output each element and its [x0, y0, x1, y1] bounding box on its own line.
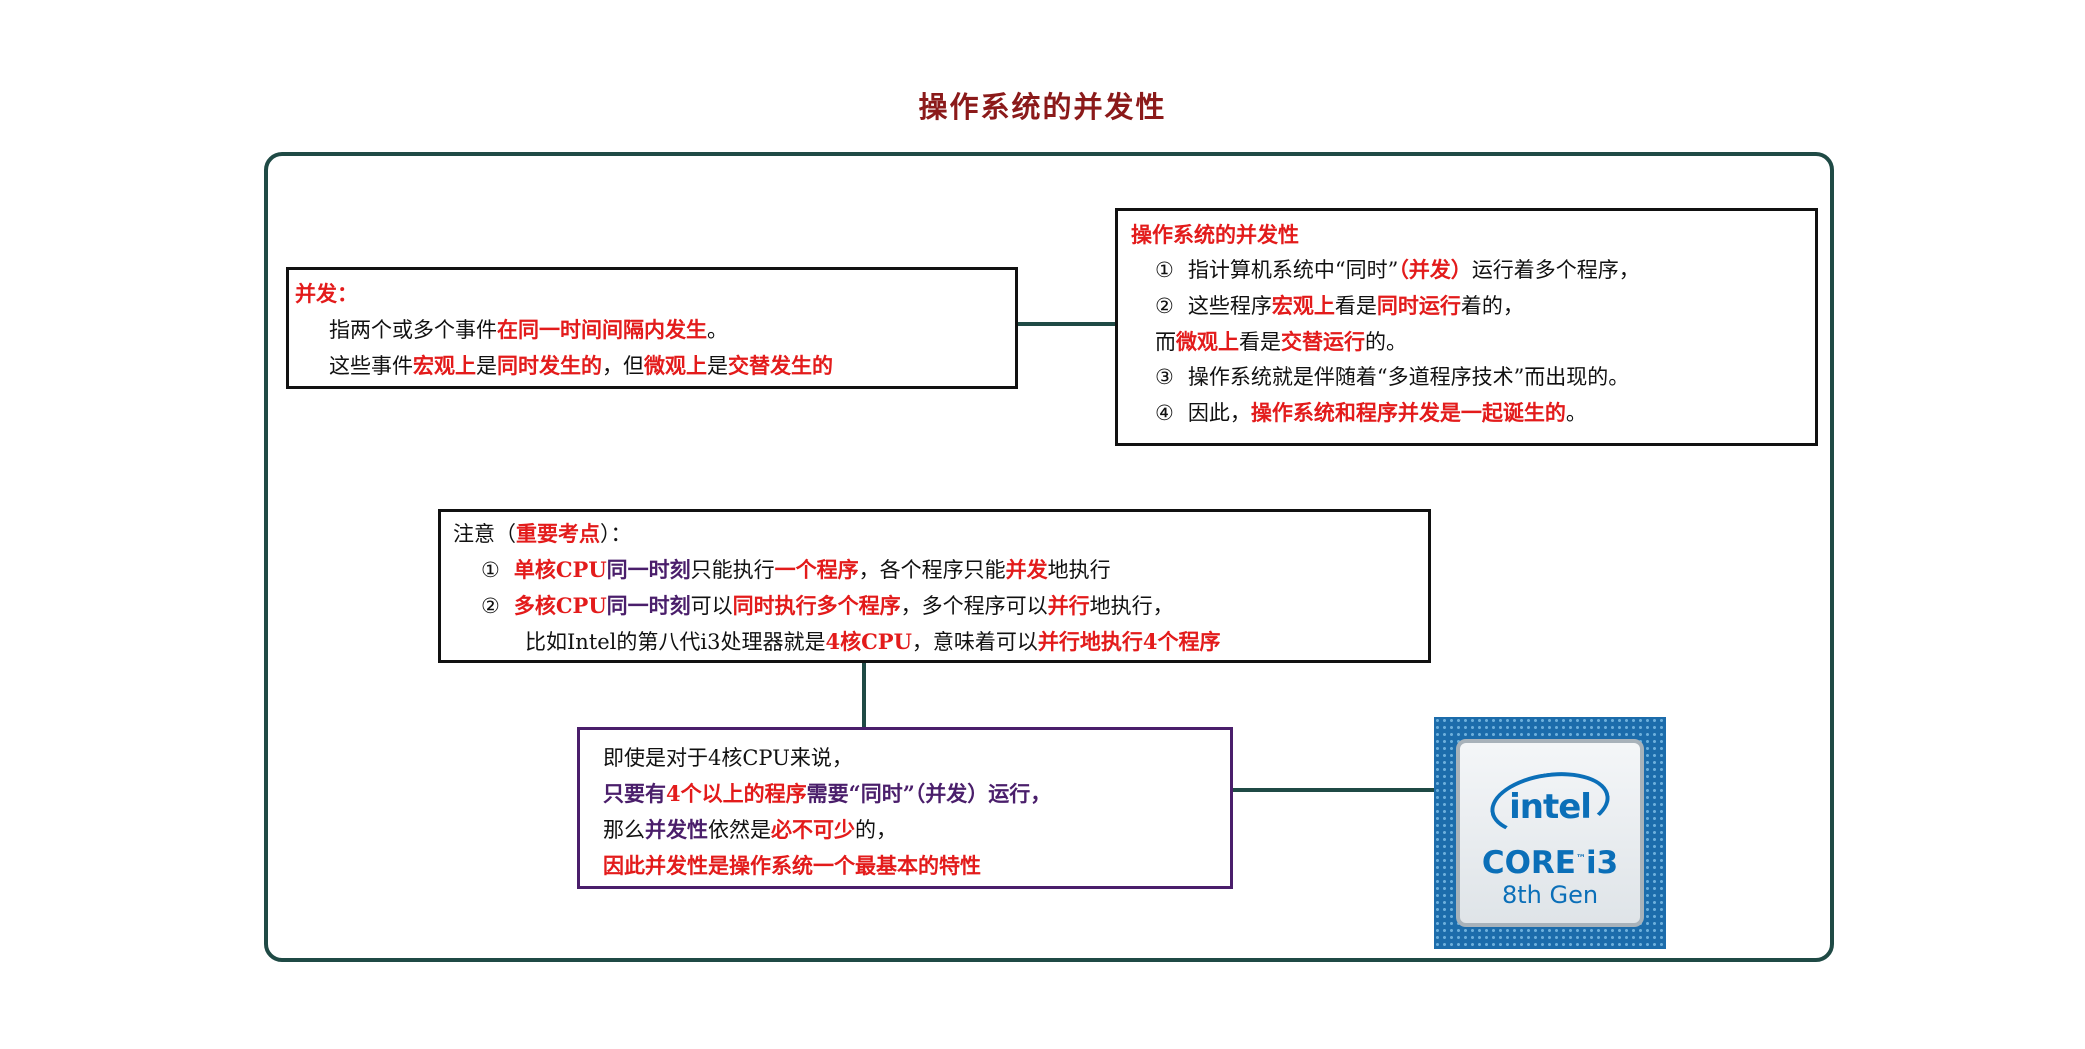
- box2-item2-continued: 而微观上看是交替运行的。: [1155, 329, 1407, 354]
- intel-core-i3-badge: intel CORE™i3 8th Gen: [1434, 717, 1666, 949]
- box3-heading: 注意（重要考点）：: [453, 521, 632, 546]
- box4-line2: 只要有4个以上的程序需要“同时”（并发）运行，: [603, 781, 1052, 806]
- multicore-note-box: 即使是对于4核CPU来说， 只要有4个以上的程序需要“同时”（并发）运行， 那么…: [577, 727, 1233, 889]
- connector-box1-box2: [1016, 322, 1118, 326]
- box3-item2-continued: 比如Intel的第八代i3处理器就是4核CPU，意味着可以并行地执行4个程序: [525, 629, 1221, 654]
- box1-line1: 指两个或多个事件在同一时间间隔内发生。: [329, 317, 728, 342]
- connector-box3-box4: [862, 661, 866, 728]
- connector-box4-chip: [1232, 788, 1434, 792]
- box2-heading: 操作系统的并发性: [1131, 222, 1299, 247]
- box4-line4: 因此并发性是操作系统一个最基本的特性: [603, 853, 981, 878]
- box4-line3: 那么并发性依然是必不可少的，: [603, 817, 897, 842]
- outer-frame: [264, 152, 1834, 962]
- intel-logo-text: intel: [1509, 787, 1592, 827]
- chip-generation-text: 8th Gen: [1501, 881, 1599, 909]
- box1-line2: 这些事件宏观上是同时发生的，但微观上是交替发生的: [329, 353, 833, 378]
- chip-plate: intel CORE™i3 8th Gen: [1456, 739, 1644, 927]
- page-title: 操作系统的并发性: [918, 90, 1167, 124]
- box4-line1: 即使是对于4核CPU来说，: [603, 746, 853, 770]
- concurrency-definition-box: 并发： 指两个或多个事件在同一时间间隔内发生。 这些事件宏观上是同时发生的，但微…: [286, 267, 1018, 389]
- chip-model-text: CORE™i3: [1481, 845, 1619, 881]
- box1-heading: 并发：: [295, 281, 358, 306]
